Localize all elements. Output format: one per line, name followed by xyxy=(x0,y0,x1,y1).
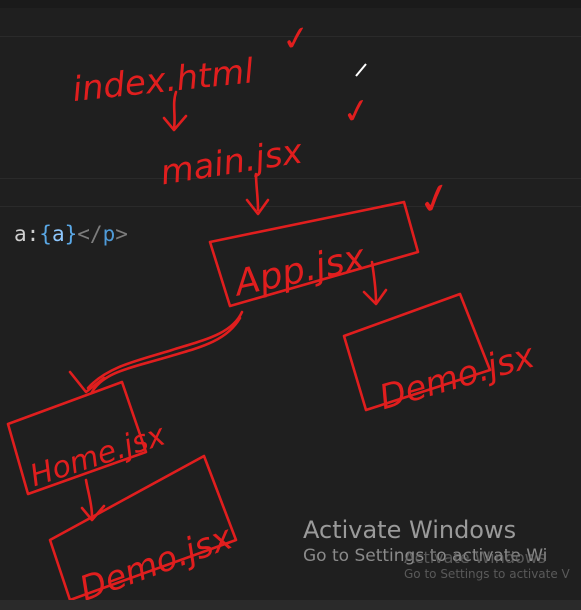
activate-windows-watermark: Activate Windows Go to Settings to activ… xyxy=(303,516,547,566)
code-line[interactable]: a:{a}</p> xyxy=(14,222,128,246)
node-box-demo-jsx-bottom xyxy=(48,454,238,602)
closing-tag-close: > xyxy=(115,222,128,246)
arrow-app-to-demo xyxy=(370,260,378,304)
node-box-app-jsx xyxy=(208,200,420,308)
jsx-variable: a xyxy=(51,222,65,246)
node-box-demo-jsx-right xyxy=(342,292,492,412)
status-bar xyxy=(0,600,581,610)
arrowhead xyxy=(80,504,106,522)
node-label-home-jsx: Home.jsx xyxy=(26,417,170,494)
top-edge xyxy=(0,0,581,8)
checkmark-icon: ✓ xyxy=(279,17,313,61)
watermark-subtitle: Go to Settings to activate Wi xyxy=(303,546,548,566)
watermark-ghost-title: Activate Windows xyxy=(404,548,547,567)
node-box-home-jsx xyxy=(6,380,148,496)
pen-cursor-icon xyxy=(355,63,367,77)
divider xyxy=(0,36,581,37)
code-text: a: xyxy=(14,222,40,246)
jsx-open-brace: { xyxy=(39,222,52,246)
watermark-title: Activate Windows xyxy=(303,516,517,544)
checkmark-icon: ✓ xyxy=(339,89,374,133)
closing-tag-open: </ xyxy=(77,222,103,246)
arrow-index-to-main xyxy=(172,90,178,130)
node-label-index-html: index.html xyxy=(70,51,256,110)
divider xyxy=(0,178,581,179)
arrow-app-to-home-stroke xyxy=(90,316,242,394)
jsx-close-brace: } xyxy=(64,222,78,246)
arrow-home-to-demo xyxy=(84,478,94,518)
arrow-main-to-app xyxy=(254,172,260,212)
arrowhead xyxy=(245,198,270,216)
arrowhead xyxy=(162,114,188,132)
activate-windows-ghost: Activate Windows Go to Settings to activ… xyxy=(404,548,570,581)
node-label-app-jsx: App.jsx xyxy=(229,237,369,305)
node-label-main-jsx: main.jsx xyxy=(158,131,306,193)
closing-tag-name: p xyxy=(102,222,116,246)
arrowhead xyxy=(68,370,106,394)
divider xyxy=(0,206,581,207)
node-label-demo-jsx-right: Demo.jsx xyxy=(375,336,540,419)
arrowhead xyxy=(362,288,388,306)
arrow-app-to-home xyxy=(86,310,244,390)
watermark-ghost-subtitle: Go to Settings to activate V xyxy=(404,567,570,581)
checkmark-icon: ✓ xyxy=(412,171,458,227)
node-label-demo-jsx-bottom: Demo.jsx xyxy=(74,517,238,609)
